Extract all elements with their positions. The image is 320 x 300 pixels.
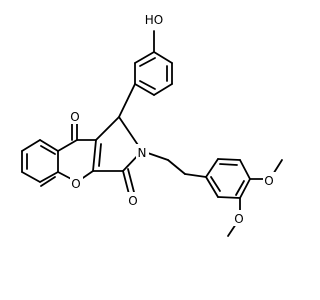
- bond: [127, 168, 136, 197]
- ketone-oxygen-label: O: [70, 110, 79, 124]
- bond: [205, 176, 219, 198]
- imide-oxygen-label: O: [128, 194, 137, 208]
- bond: [21, 171, 41, 183]
- bond: [239, 159, 251, 180]
- bond: [184, 173, 207, 178]
- atom-labels: HO O O N O O O: [69, 11, 276, 226]
- ring-oxygen-label: O: [71, 177, 80, 191]
- bond: [153, 83, 173, 96]
- methoxy-oxygen-lower-label: O: [234, 212, 243, 226]
- ring-nitrogen-label: N: [138, 146, 147, 160]
- bond: [235, 180, 245, 196]
- bond: [210, 176, 221, 192]
- bond: [40, 176, 56, 187]
- bond: [239, 178, 251, 199]
- bond: [57, 139, 78, 152]
- bond: [134, 51, 155, 64]
- bond: [39, 139, 59, 152]
- bond: [95, 116, 120, 141]
- bond: [217, 196, 241, 199]
- bond: [92, 139, 97, 172]
- bond: [205, 158, 219, 178]
- bond: [134, 83, 155, 96]
- methoxy-oxygen-upper-label: O: [264, 174, 273, 188]
- bond: [40, 145, 56, 155]
- bond: [21, 139, 41, 152]
- bond: [153, 51, 173, 64]
- bond: [139, 57, 156, 67]
- bond: [219, 163, 238, 166]
- hydroxyl-label: HO: [145, 13, 163, 27]
- bond-lines: [21, 30, 283, 237]
- bond: [167, 159, 186, 175]
- bond: [118, 83, 136, 118]
- bond: [217, 158, 241, 161]
- bond: [39, 171, 59, 183]
- bond: [98, 143, 102, 167]
- bond: [139, 80, 156, 90]
- chemical-structure-diagram: HO O O N O O O: [21, 11, 283, 237]
